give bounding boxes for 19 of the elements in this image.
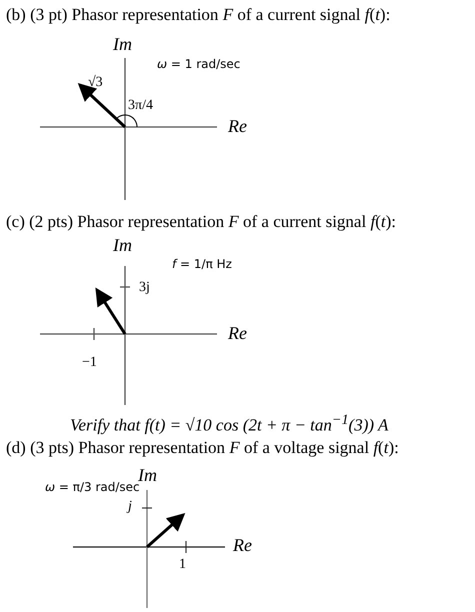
question-heading: (b) (3 pt) Phasor representation F of a current signal f(t): [6,6,390,25]
axis-label: Re [228,117,247,137]
frequency-label: f = 1/π Hz [172,258,232,272]
tick-label: 3j [139,280,150,296]
axis-label: Im [113,236,132,256]
axis-label: Re [228,324,247,344]
axis-label: Im [138,466,157,485]
question-heading: (c) (2 pts) Phasor representation F of a current signal f(t): [6,213,396,232]
axis-label: Re [233,536,252,556]
tick-label: −1 [82,355,97,370]
tick-label: j [128,499,132,514]
tick-label: 1 [179,557,186,572]
magnitude-label: √3 [88,75,103,90]
frequency-label: ω = π/3 rad/sec [45,481,140,494]
angle-label: 3π/4 [128,98,153,114]
question-heading: (d) (3 pts) Phasor representation F of a voltage signal f(t): [6,439,399,458]
axis-label: Im [113,35,132,55]
frequency-label: ω = 1 rad/sec [157,58,240,72]
instruction-text: Verify that f(t) = √10 cos (2t + π − tan$^{−1}$(3)) A [70,413,388,436]
